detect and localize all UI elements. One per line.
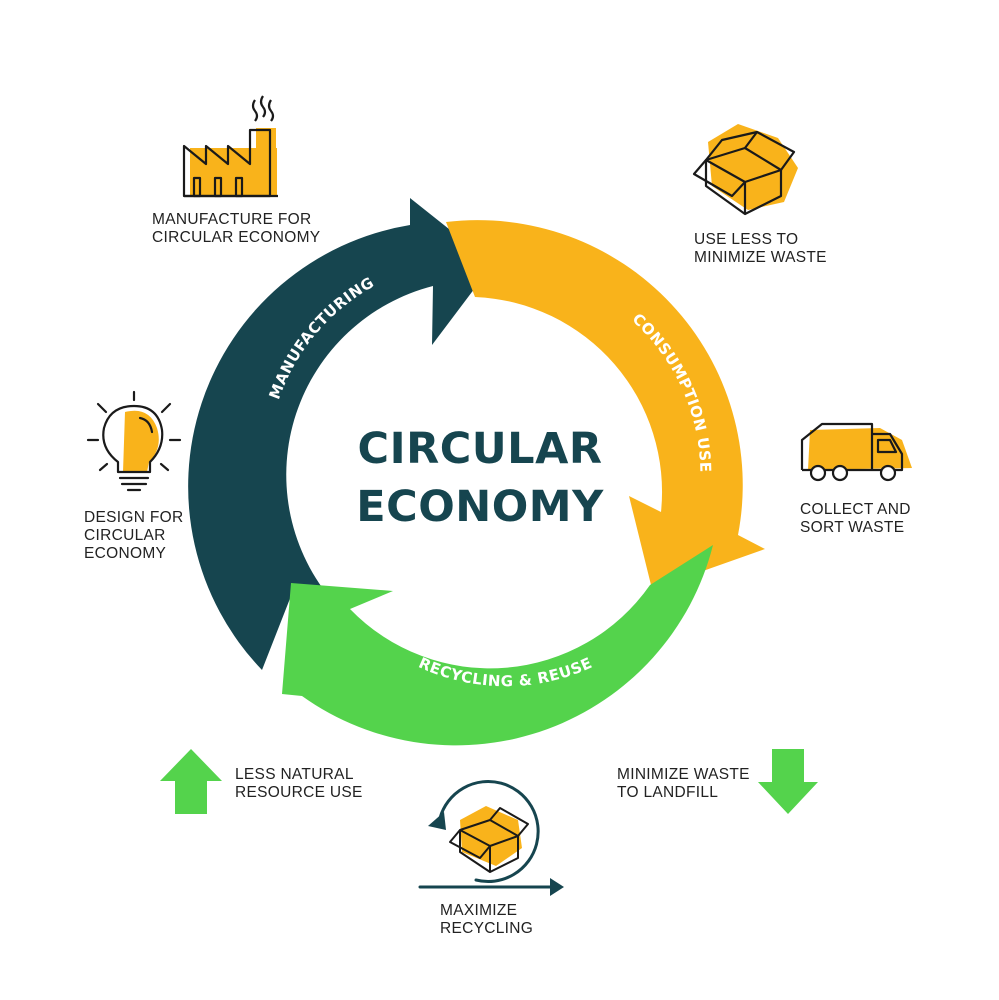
minimize-landfill-label: MINIMIZE WASTE TO LANDFILL <box>617 766 750 801</box>
factory-icon <box>182 95 278 198</box>
manufacturing-segment <box>188 198 493 670</box>
recycling-segment <box>282 545 713 746</box>
truck-icon <box>800 422 912 482</box>
design-label: DESIGN FOR CIRCULAR ECONOMY <box>84 509 184 562</box>
use-less-label: USE LESS TO MINIMIZE WASTE <box>694 231 827 266</box>
diagram-title: CIRCULAR ECONOMY <box>356 424 604 532</box>
manufacture-label: MANUFACTURE FOR CIRCULAR ECONOMY <box>152 211 321 246</box>
arrow-up-icon <box>160 749 222 814</box>
arrow-down-icon <box>758 749 818 814</box>
recycle-box-icon <box>418 780 564 896</box>
consumption-segment <box>446 220 765 589</box>
lightbulb-icon <box>86 390 182 492</box>
box-icon <box>692 124 798 216</box>
less-resource-label: LESS NATURAL RESOURCE USE <box>235 766 363 801</box>
collect-label: COLLECT AND SORT WASTE <box>800 501 911 536</box>
maximize-label: MAXIMIZE RECYCLING <box>440 902 534 937</box>
